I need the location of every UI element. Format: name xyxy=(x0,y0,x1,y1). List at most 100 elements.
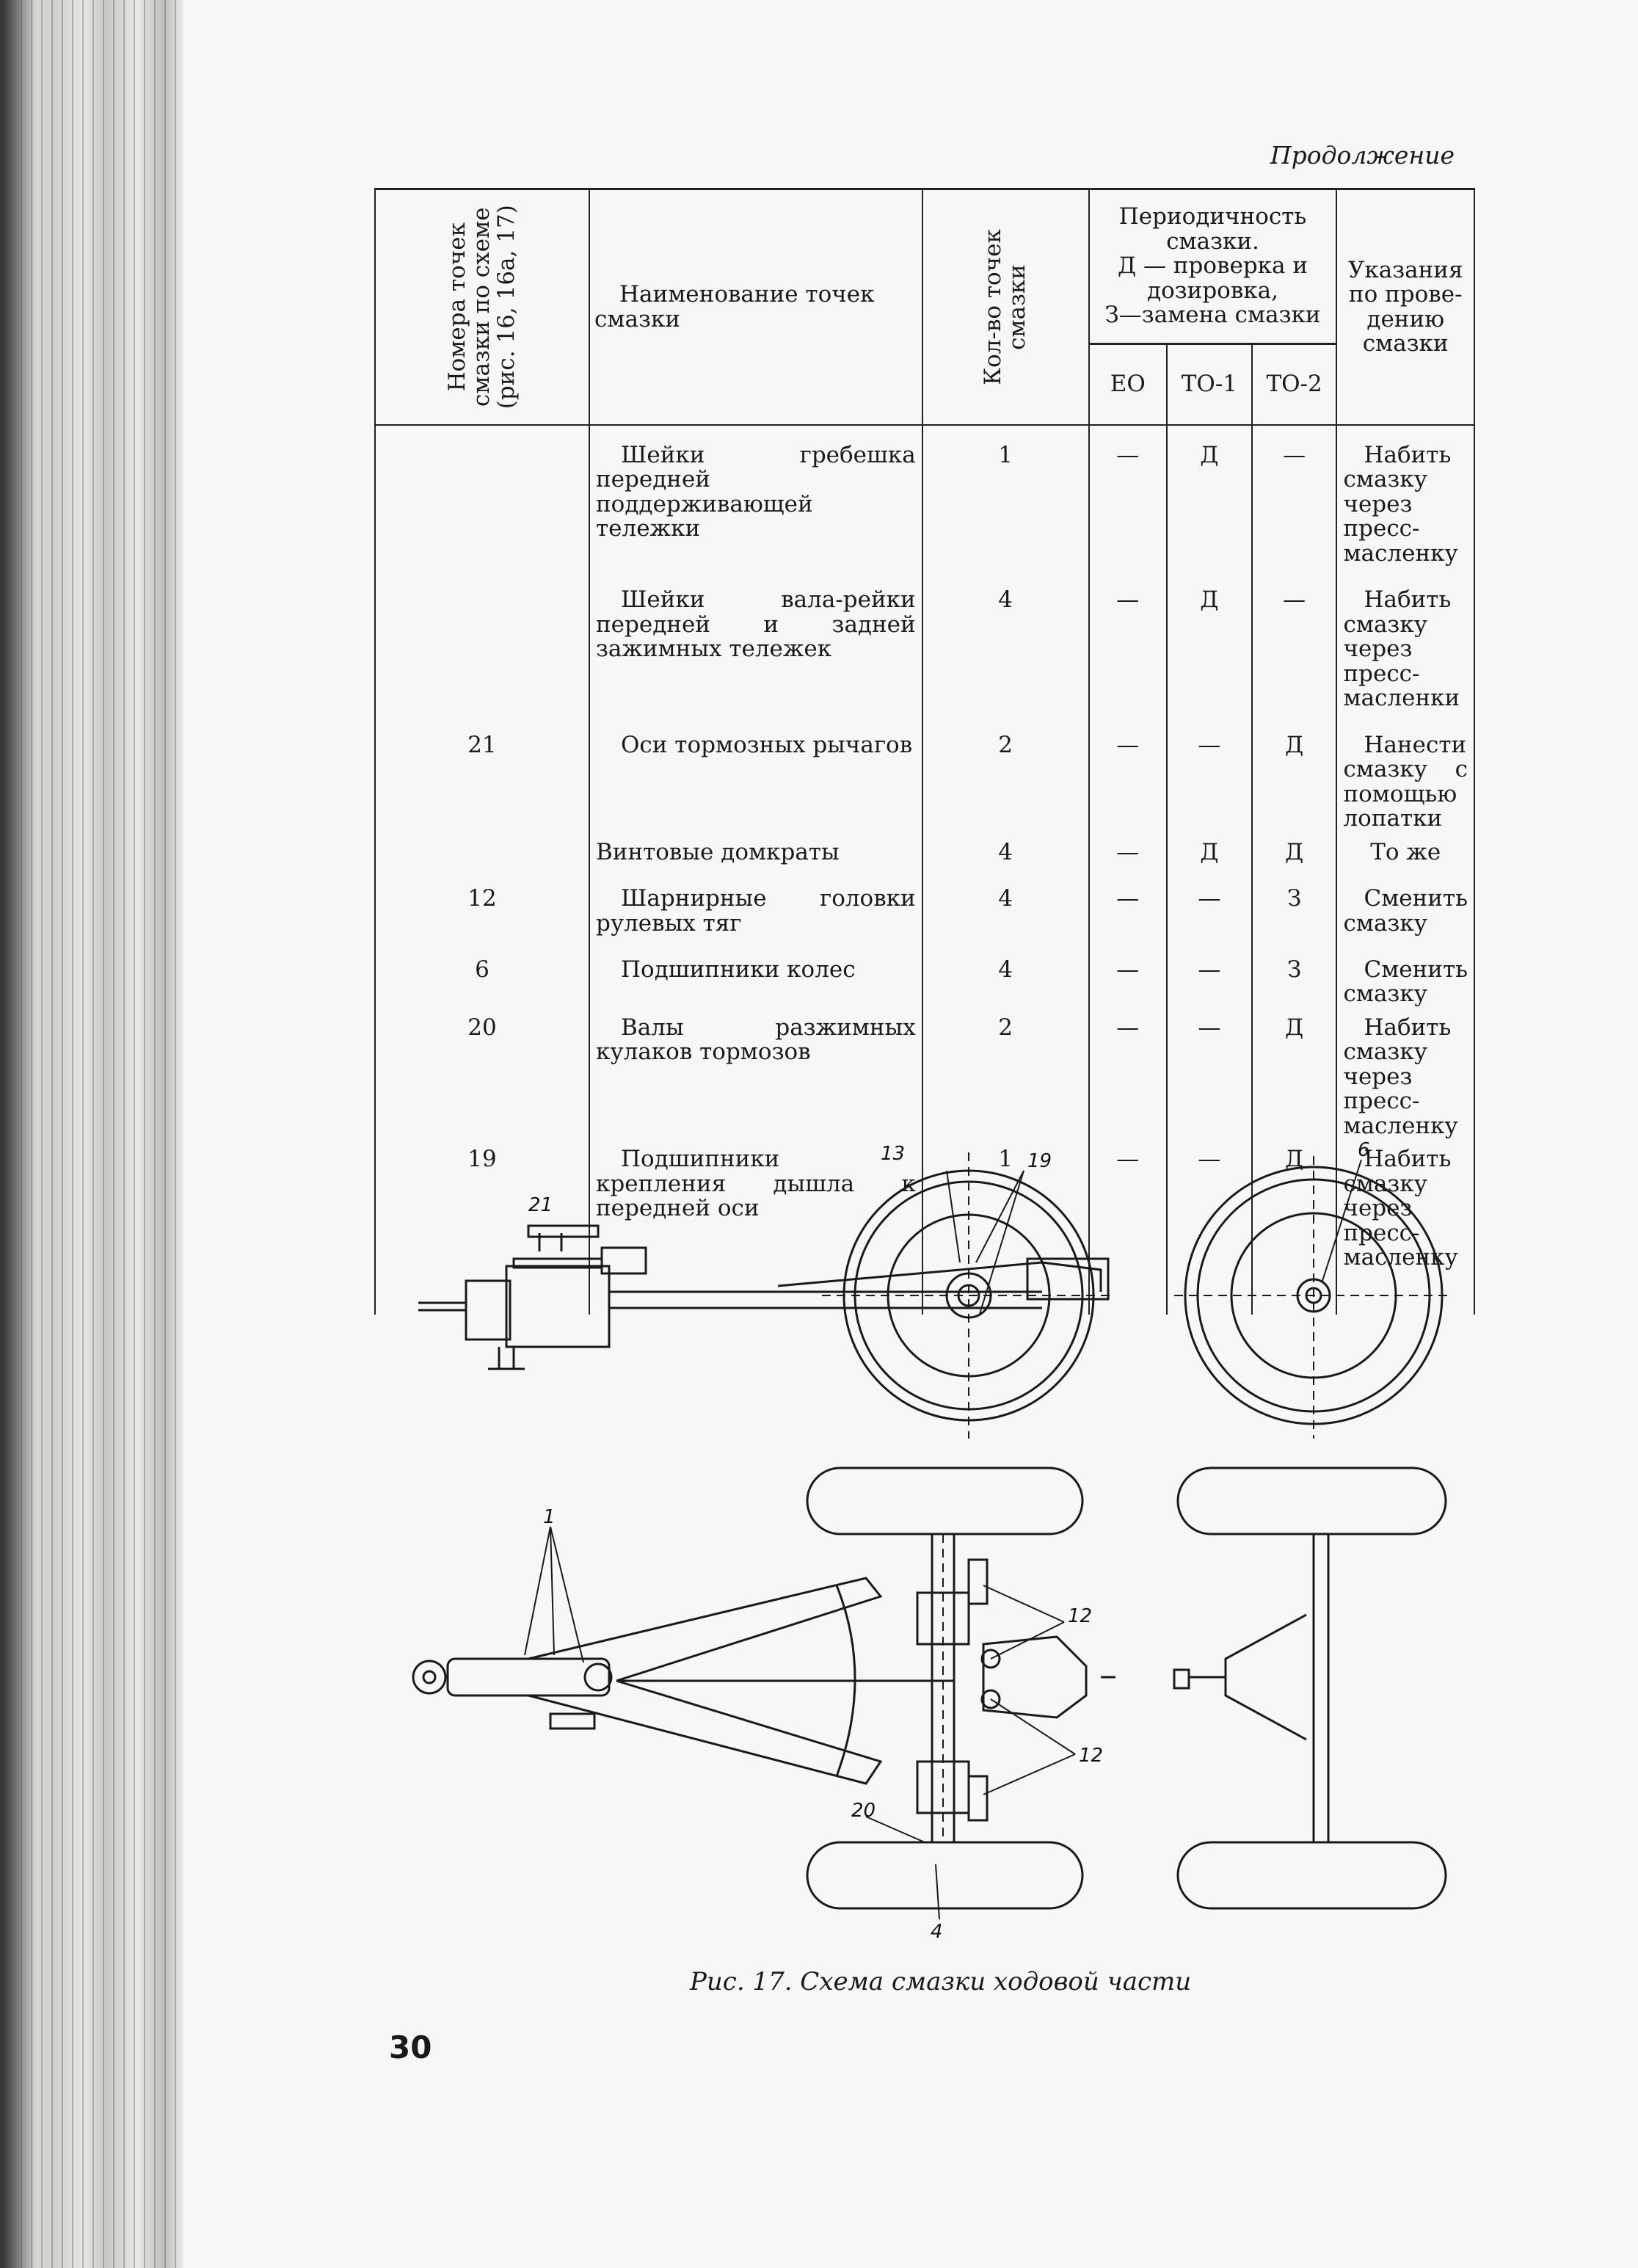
row-qty: 1 xyxy=(921,439,1090,571)
row-to2: Д xyxy=(1251,835,1338,870)
row-note: Набить смазку через пресс-масленку xyxy=(1336,1143,1475,1315)
row-qty: 4 xyxy=(921,835,1090,870)
book-page-edge-lines xyxy=(0,0,183,2268)
continuation-note: Продолжение xyxy=(1270,141,1455,170)
row-to2: З xyxy=(1251,882,1338,940)
table-row: 6 Подшипники колес 4 — — З Сменить смазк… xyxy=(374,953,1475,1011)
header-name-line2: смазки xyxy=(594,305,680,332)
row-name: Подшипники колес xyxy=(589,953,923,1011)
label-4: 4 xyxy=(931,1921,943,1943)
row-eo: — xyxy=(1088,953,1168,1011)
header-period-line3: Д — проверка и xyxy=(1117,252,1308,280)
table-row: Винтовые домкраты 4 — Д Д То же xyxy=(374,835,1475,870)
row-eo: — xyxy=(1088,1143,1168,1315)
table-row: Шейки гребешка передней поддерживающей т… xyxy=(374,439,1475,571)
top-view-front-axle xyxy=(806,1466,1115,1910)
row-name: Шарнирные головки рулевых тяг xyxy=(589,882,923,940)
row-note: Сменить смазку xyxy=(1336,953,1475,1011)
row-qty: 4 xyxy=(921,584,1090,716)
row-name: Винтовые домкраты xyxy=(589,835,923,870)
row-note: То же xyxy=(1336,835,1475,870)
row-num: 12 xyxy=(374,882,591,940)
row-to1: Д xyxy=(1166,835,1253,870)
row-num xyxy=(374,439,591,571)
row-to1: — xyxy=(1166,1011,1253,1144)
row-to2: — xyxy=(1251,584,1338,716)
row-qty: 4 xyxy=(921,953,1090,1011)
row-to2: Д xyxy=(1251,728,1338,836)
row-name: Шейки вала-рейки передней и задней зажим… xyxy=(589,584,923,716)
row-to2: — xyxy=(1251,439,1338,571)
row-eo: — xyxy=(1088,728,1168,836)
row-num: 21 xyxy=(374,728,591,836)
row-note: Набить смазку через пресс-масленки xyxy=(1336,584,1475,716)
row-num xyxy=(374,835,591,870)
label-1: 1 xyxy=(543,1506,556,1528)
header-eo: ЕО xyxy=(1088,343,1168,426)
table-row: Шейки вала-рейки передней и задней зажим… xyxy=(374,584,1475,716)
row-to2: З xyxy=(1251,953,1338,1011)
row-eo: — xyxy=(1088,1011,1168,1144)
header-notes-line1: Указания по прове- xyxy=(1347,256,1463,308)
row-note: Набить смазку через пресс-масленку xyxy=(1336,1011,1475,1144)
row-name: Валы разжимных кулаков тормозов xyxy=(589,1011,923,1144)
table-row: 12 Шарнирные головки рулевых тяг 4 — — З… xyxy=(374,882,1475,940)
row-num: 6 xyxy=(374,953,591,1011)
row-qty: 4 xyxy=(921,882,1090,940)
header-period-line2: смазки. xyxy=(1166,228,1259,255)
figure-caption: Рис. 17. Схема смазки ходовой части xyxy=(690,1967,1192,1996)
row-eo: — xyxy=(1088,584,1168,716)
row-qty: 2 xyxy=(921,728,1090,836)
row-num: 19 xyxy=(374,1143,591,1315)
row-name: Шейки гребешка передней поддерживающей т… xyxy=(589,439,923,571)
header-point-count: Кол-во точек смазки xyxy=(921,188,1090,426)
label-20: 20 xyxy=(851,1800,876,1822)
top-view-rear-axle xyxy=(1173,1466,1447,1910)
header-qty-line2: смазки xyxy=(1004,264,1031,350)
header-num-line2: смазки по схеме xyxy=(468,207,495,407)
header-to2: ТО-2 xyxy=(1251,343,1338,426)
table-row: 20 Валы разжимных кулаков тормозов 2 — —… xyxy=(374,1011,1475,1144)
top-view-drawbar xyxy=(412,1577,954,1785)
side-view-rear-wheel xyxy=(1174,1156,1453,1439)
row-to1: Д xyxy=(1166,439,1253,571)
side-view-front-wheel xyxy=(822,1152,1115,1439)
page-number: 30 xyxy=(389,2029,432,2065)
label-13: 13 xyxy=(881,1143,905,1165)
label-21: 21 xyxy=(528,1194,553,1216)
side-view-drawbar xyxy=(418,1224,1110,1370)
row-name: Оси тормозных рычагов xyxy=(589,728,923,836)
table-row: 21 Оси тормозных рычагов 2 — — Д Нанести… xyxy=(374,728,1475,836)
header-point-numbers: Номера точек смазки по схеме (рис. 16, 1… xyxy=(374,188,591,426)
row-to1: — xyxy=(1166,1143,1253,1315)
table-row: 19 Подшипники крепления дышла к передней… xyxy=(374,1143,1475,1315)
row-eo: — xyxy=(1088,882,1168,940)
label-12-lower: 12 xyxy=(1079,1745,1103,1767)
header-notes-line2: дению смазки xyxy=(1362,305,1449,357)
header-to1: ТО-1 xyxy=(1166,343,1253,426)
label-12-upper: 12 xyxy=(1068,1605,1092,1627)
label-6: 6 xyxy=(1358,1139,1370,1161)
book-page-edges xyxy=(0,0,183,2268)
row-note: Набить смазку через пресс-масленку xyxy=(1336,439,1475,571)
row-note: Сменить смазку xyxy=(1336,882,1475,940)
header-period-line4: дозировка, xyxy=(1147,277,1278,304)
row-to1: — xyxy=(1166,953,1253,1011)
lubrication-table: Номера точек смазки по схеме (рис. 16, 1… xyxy=(374,188,1475,1315)
row-qty: 2 xyxy=(921,1011,1090,1144)
row-eo: — xyxy=(1088,835,1168,870)
row-note: Нанести смазку с помощью лопатки xyxy=(1336,728,1475,836)
header-num-line3: (рис. 16, 16а, 17) xyxy=(492,205,520,410)
header-instructions: Указания по прове- дению смазки xyxy=(1336,188,1475,426)
row-eo: — xyxy=(1088,439,1168,571)
header-periodicity: Периодичность смазки. Д — проверка и доз… xyxy=(1088,188,1338,345)
header-qty-line1: Кол-во точек xyxy=(979,229,1006,385)
label-19: 19 xyxy=(1027,1150,1052,1172)
row-to1: Д xyxy=(1166,584,1253,716)
row-num: 20 xyxy=(374,1011,591,1144)
header-period-line5: З—замена смазки xyxy=(1104,302,1321,329)
row-name: Подшипники крепления дышла к передней ос… xyxy=(589,1143,923,1315)
row-to1: — xyxy=(1166,882,1253,940)
row-to1: — xyxy=(1166,728,1253,836)
header-name-line1: Наименование точек xyxy=(619,281,875,308)
